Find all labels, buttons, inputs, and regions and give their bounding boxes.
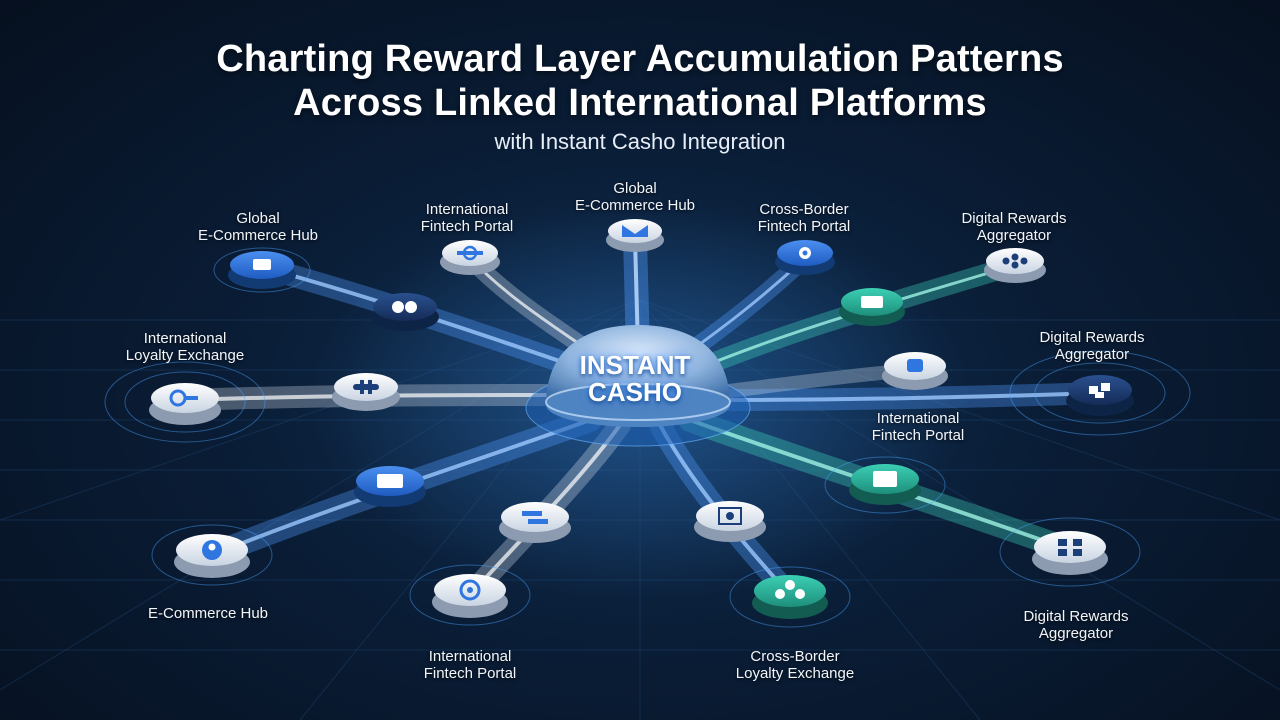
user-badge-icon bbox=[202, 540, 222, 560]
node-fintech-right[interactable] bbox=[882, 352, 948, 390]
node-ecommerce-hub[interactable] bbox=[174, 534, 250, 578]
label-ecommerce-hub: E-Commerce Hub bbox=[147, 605, 269, 622]
key-icon bbox=[169, 389, 198, 407]
node-document-left[interactable] bbox=[354, 466, 426, 507]
node-crossborder-fintech[interactable] bbox=[775, 240, 835, 275]
link-chain-icon bbox=[392, 301, 417, 313]
node-link-left-top[interactable] bbox=[371, 293, 439, 331]
coins-icon bbox=[775, 580, 805, 599]
gear-icon bbox=[799, 247, 811, 259]
instant-casho-hub[interactable] bbox=[525, 325, 751, 447]
arrow-transfer-icon bbox=[522, 511, 548, 524]
wallet-icon bbox=[861, 296, 883, 308]
node-crossborder-loyalty[interactable] bbox=[752, 575, 828, 619]
refresh-cycle-icon bbox=[459, 579, 481, 601]
shield-icon bbox=[907, 359, 923, 372]
halo-rings bbox=[104, 247, 1191, 628]
node-digital-rewards-right[interactable] bbox=[1066, 375, 1134, 416]
node-wallet-right-top[interactable] bbox=[839, 288, 905, 326]
node-digital-rewards-top[interactable] bbox=[984, 248, 1046, 283]
dashboard-icon bbox=[873, 471, 897, 487]
dots-cluster-icon bbox=[1002, 253, 1028, 269]
page-subtitle: with Instant Casho Integration bbox=[494, 129, 786, 154]
target-icon bbox=[718, 507, 742, 525]
node-grid-right[interactable] bbox=[849, 464, 921, 505]
handshake-icon bbox=[1089, 383, 1110, 398]
document-icon bbox=[377, 474, 403, 488]
node-link-left-mid[interactable] bbox=[332, 373, 400, 411]
hub-label-line1: INSTANT bbox=[579, 350, 691, 380]
exchange-icon bbox=[457, 245, 483, 261]
node-link-bottom-left[interactable] bbox=[499, 502, 571, 543]
node-global-ecommerce-left[interactable] bbox=[228, 251, 296, 289]
page-title-line2: Across Linked International Platforms bbox=[293, 82, 987, 124]
node-target-bottom[interactable] bbox=[694, 501, 766, 542]
node-fintech-bottom[interactable] bbox=[432, 574, 508, 618]
page-title-line1: Charting Reward Layer Accumulation Patte… bbox=[216, 38, 1064, 80]
qr-grid-icon bbox=[1058, 539, 1082, 556]
node-loyalty-exchange[interactable] bbox=[149, 383, 221, 425]
storefront-icon bbox=[253, 259, 271, 270]
node-fintech-topleft[interactable] bbox=[440, 240, 500, 275]
node-global-ecommerce-top[interactable] bbox=[606, 219, 664, 252]
node-digital-rewards-bottom[interactable] bbox=[1032, 531, 1108, 575]
network-link-icon bbox=[353, 380, 379, 394]
hub-label-line2: CASHO bbox=[588, 377, 682, 407]
envelope-icon bbox=[622, 225, 648, 237]
hub-label: INSTANT CASHO bbox=[540, 352, 730, 406]
